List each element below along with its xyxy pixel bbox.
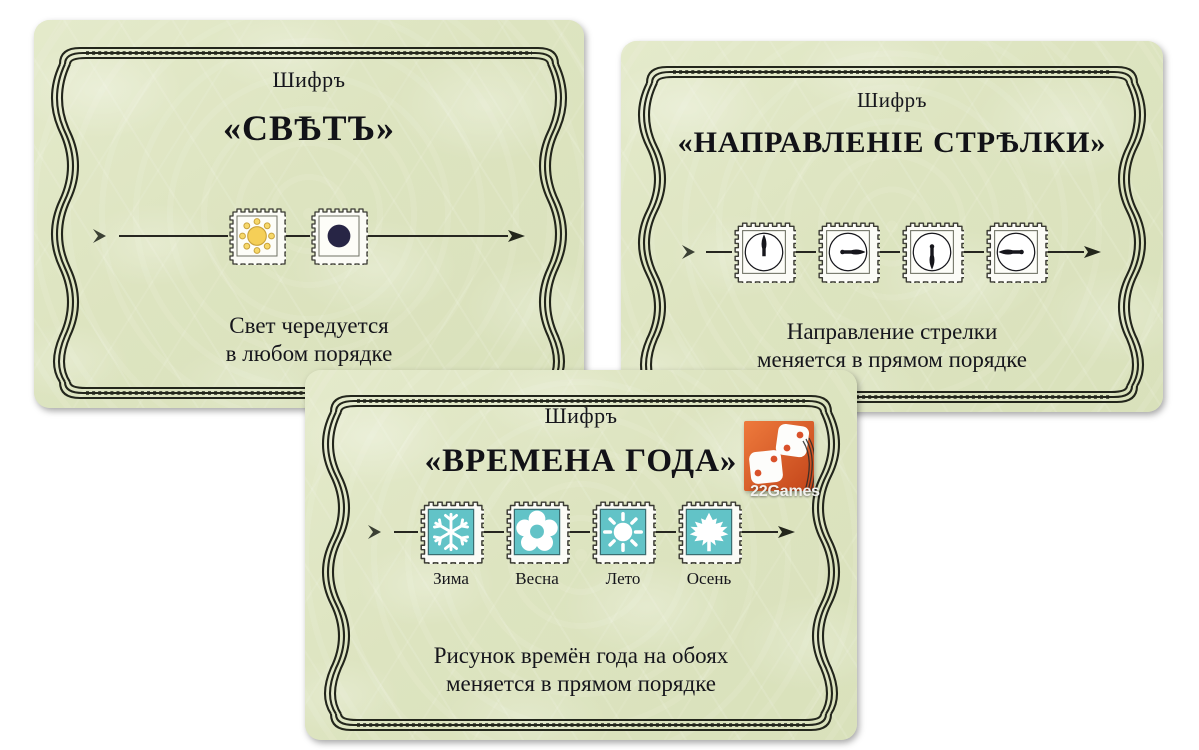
arrow-head-icon (1084, 244, 1102, 260)
cipher-sequence (90, 205, 528, 267)
cipher-sequence: Зима (347, 500, 817, 596)
card-kicker: Шифръ (857, 88, 927, 112)
card-title: «ВРЕМЕНА ГОДА» (424, 443, 738, 479)
card-caption: Направление стрелки меняется в прямом по… (621, 318, 1163, 374)
cipher-sequence (667, 221, 1117, 283)
card-caption: Свет чередуется в любом порядке (34, 312, 584, 368)
logo-text: 22Games (750, 483, 820, 500)
sequence-connector (706, 251, 732, 253)
card-paper-texture (34, 20, 584, 408)
cipher-card-strelka[interactable]: Шифръ «НАПРАВЛЕНІЕ СТРѢЛКИ» (621, 41, 1163, 412)
card-title: «СВѢТЪ» (222, 108, 396, 148)
sequence-connector (656, 531, 676, 533)
card-kicker: Шифръ (272, 67, 346, 92)
sequence-connector (367, 235, 508, 237)
caption-line: меняется в прямом порядке (445, 671, 717, 697)
stamp-group-autumn[interactable]: Осень (676, 500, 742, 589)
card-content: Шифръ «НАПРАВЛЕНІЕ СТРѢЛКИ» (621, 41, 1163, 412)
arrow-head-icon (507, 228, 526, 244)
card-kicker: Шифръ (544, 403, 618, 428)
stamp-group-winter[interactable]: Зима (418, 500, 484, 589)
caption-line: в любом порядке (225, 341, 393, 367)
cipher-card-svet[interactable]: Шифръ «СВѢТЪ» (34, 20, 584, 408)
sequence-connector (964, 251, 984, 253)
sequence-connector (484, 531, 504, 533)
arrow-tail-icon (92, 228, 119, 244)
caption-line: Свет чередуется (229, 313, 389, 338)
caption-line: Рисунок времён года на обоях (433, 643, 729, 668)
stamp-snowflake[interactable] (418, 500, 484, 564)
caption-line: меняется в прямом порядке (756, 347, 1028, 373)
arrow-head-icon (778, 524, 796, 540)
arrow-tail-icon (368, 524, 394, 540)
stamp-dark-circle[interactable] (310, 207, 368, 265)
stamp-label: Весна (515, 569, 559, 588)
stamp-group-summer[interactable]: Лето (590, 500, 656, 589)
stamp-label: Зима (433, 569, 469, 588)
card-paper-texture (621, 41, 1163, 412)
sequence-connector (570, 531, 590, 533)
stamp-label: Осень (686, 569, 732, 588)
sequence-connector (880, 251, 900, 253)
stamp-clock-needle-right[interactable] (816, 221, 880, 283)
stamp-group-spring[interactable]: Весна (504, 500, 570, 589)
card-caption: Рисунок времён года на обоях меняется в … (305, 642, 857, 698)
dice-icon (744, 421, 814, 491)
stamp-clock-needle-up[interactable] (732, 221, 796, 283)
sequence-connector (118, 235, 228, 237)
arrow-tail-icon (682, 244, 706, 260)
stamp-maple-leaf[interactable] (676, 500, 742, 564)
card-content: Шифръ «ВРЕМЕНА ГОДА» (305, 370, 857, 740)
card-content: Шифръ «СВѢТЪ» (34, 20, 584, 408)
sequence-connector (1048, 251, 1084, 253)
stamp-flower[interactable] (504, 500, 570, 564)
stamp-clock-needle-down[interactable] (900, 221, 964, 283)
22games-logo[interactable]: 22Games (744, 421, 820, 500)
sequence-connector (394, 531, 418, 533)
caption-line: Направление стрелки (786, 319, 998, 344)
stamp-sun[interactable] (228, 207, 286, 265)
sequence-connector (796, 251, 816, 253)
stamp-clock-needle-left[interactable] (984, 221, 1048, 283)
stamp-sun[interactable] (590, 500, 656, 564)
stamp-label: Лето (605, 569, 641, 588)
sequence-connector (742, 531, 778, 533)
card-title: «НАПРАВЛЕНІЕ СТРѢЛКИ» (677, 126, 1107, 159)
sequence-connector (285, 235, 310, 237)
